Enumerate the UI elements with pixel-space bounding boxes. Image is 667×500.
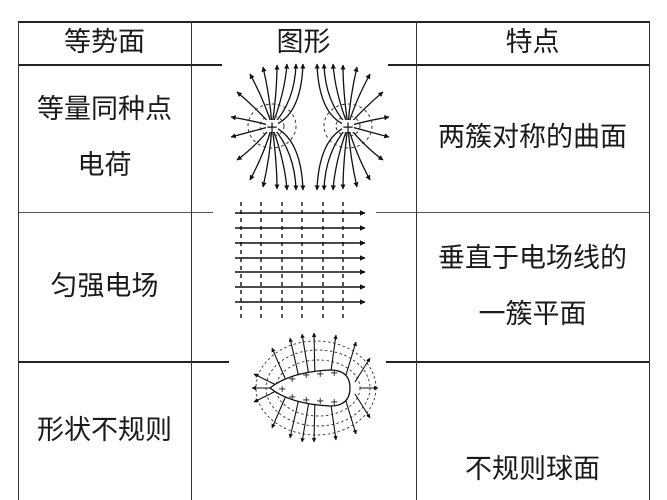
svg-text:+: + (288, 374, 296, 385)
irregular-conductor-field-diagram: ++++ ++++ + (251, 332, 379, 443)
row2-bottom-border-right (416, 361, 650, 363)
table-top-border (18, 21, 650, 23)
row1-type-line1: 等量同种点 (37, 94, 172, 125)
svg-text:+: + (302, 370, 310, 381)
row1-type: 等量同种点 电荷 (18, 64, 191, 212)
row2-bottom-border-left (18, 361, 191, 363)
svg-text:+: + (330, 397, 338, 408)
row2-type-line1: 匀强电场 (50, 270, 159, 302)
header-bottom-border-left (18, 64, 191, 66)
header-bottom-border-mid-a (191, 64, 222, 66)
row3-type-line1: 形状不规则 (37, 414, 172, 446)
row3-feature: 不规则球面 (416, 440, 649, 500)
header-feature: 特点 (505, 26, 560, 58)
right-border (649, 21, 650, 500)
header-type: 等势面 (64, 26, 145, 58)
col-divider-2 (416, 21, 417, 500)
row1-feature: 两簇对称的曲面 (416, 64, 649, 212)
two-positive-charges-field-diagram: + + (230, 63, 390, 191)
svg-text:+: + (330, 368, 338, 379)
header-figure: 图形 (276, 26, 331, 58)
row1-bottom-border-mid-b (376, 212, 416, 213)
left-border (18, 21, 19, 500)
row2-feature: 垂直于电场线的 一簇平面 (416, 212, 649, 361)
svg-text:+: + (278, 384, 286, 395)
row1-bottom-border-left (18, 212, 191, 213)
row2-feature-line1: 垂直于电场线的 (438, 242, 627, 274)
row1-feature-line1: 两簇对称的曲面 (438, 122, 627, 153)
row3-feature-line1: 不规则球面 (465, 454, 600, 485)
svg-text:+: + (316, 396, 324, 407)
svg-text:+: + (316, 369, 324, 380)
header-bottom-border-right (416, 64, 650, 66)
row2-type: 匀强电场 (18, 212, 191, 361)
svg-text:+: + (302, 395, 310, 406)
row1-type-line2: 电荷 (77, 150, 132, 181)
row1-bottom-border-mid-a (191, 212, 213, 213)
row1-bottom-border-right (416, 212, 650, 213)
svg-text:+: + (342, 118, 355, 136)
row2-bottom-border-mid-a (191, 361, 229, 363)
row2-feature-line2: 一簇平面 (478, 298, 587, 330)
row3-type: 形状不规则 (18, 361, 191, 500)
col-divider-1 (191, 21, 192, 500)
uniform-field-diagram (235, 202, 366, 318)
row2-bottom-border-mid-b (386, 361, 416, 363)
svg-text:+: + (266, 118, 279, 136)
svg-text:+: + (288, 392, 296, 403)
header-bottom-border-mid-b (388, 64, 416, 66)
